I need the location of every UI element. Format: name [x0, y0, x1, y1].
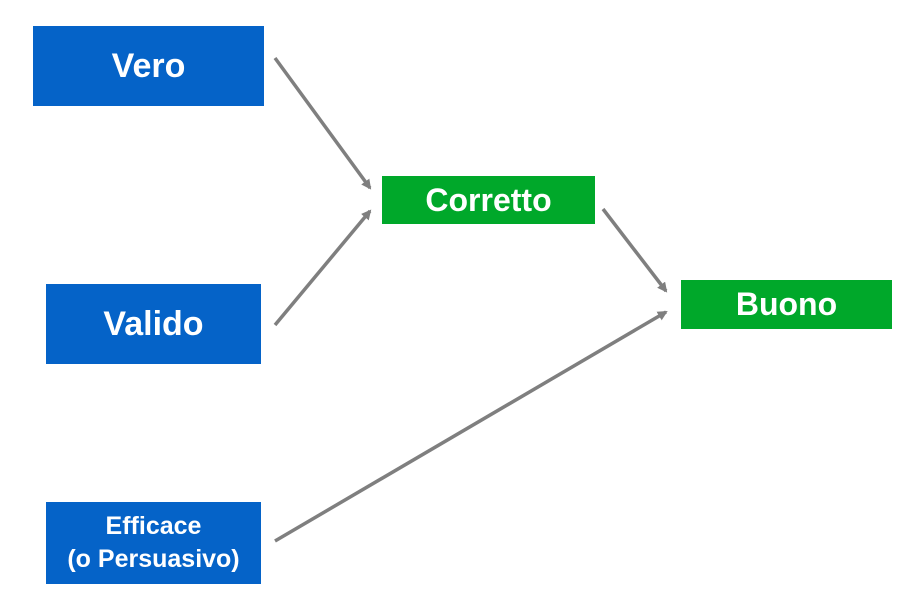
node-vero-label: Vero [111, 46, 186, 85]
node-valido: Valido [46, 284, 261, 364]
node-efficace: Efficace (o Persuasivo) [46, 502, 261, 584]
arrow-valido-to-corretto [273, 209, 372, 327]
arrow-corretto-to-buono [601, 207, 668, 293]
node-buono: Buono [681, 280, 892, 329]
node-efficace-label-line1: Efficace [105, 512, 202, 540]
arrow-efficace-to-buono [274, 310, 668, 543]
node-buono-label: Buono [735, 286, 838, 322]
arrow-vero-to-corretto [273, 56, 372, 190]
node-valido-label: Valido [103, 304, 204, 343]
node-corretto: Corretto [382, 176, 595, 224]
node-vero: Vero [33, 26, 264, 106]
node-corretto-label: Corretto [425, 181, 552, 218]
node-efficace-label-line2: (o Persuasivo) [67, 545, 240, 573]
